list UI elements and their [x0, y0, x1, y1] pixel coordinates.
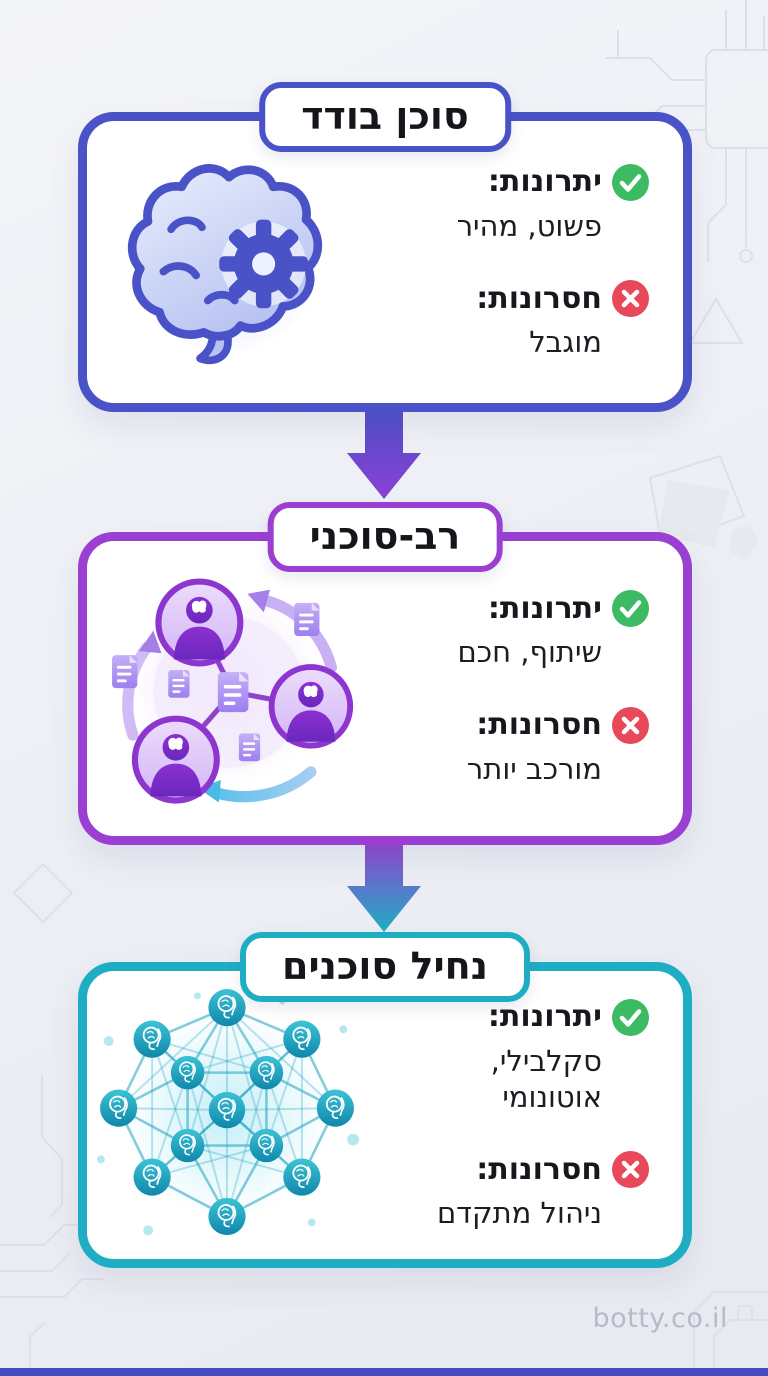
bottom-accent-bar	[0, 1368, 768, 1376]
agents-collaboration-icon	[112, 563, 360, 815]
cons-label: חסרונות:	[476, 280, 602, 316]
card-title: רב-סוכני	[309, 514, 461, 558]
cons-label: חסרונות:	[476, 1151, 602, 1187]
flow-arrow-down-2	[347, 838, 421, 932]
cross-icon	[612, 280, 649, 317]
pros-block: יתרונות: סקלבילי, אוטונומי	[393, 998, 649, 1116]
swarm-network-icon	[97, 988, 360, 1236]
circuit-pattern-bottom-right	[693, 1291, 768, 1376]
cons-block: חסרונות: מורכב יותר	[393, 706, 649, 787]
cons-value: ניהול מתקדם	[436, 1196, 602, 1231]
diamond-outline-left	[12, 862, 74, 924]
card-single-agent: סוכן בודד	[78, 82, 692, 412]
pros-value: סקלבילי, אוטונומי	[490, 1043, 602, 1114]
pros-label: יתרונות:	[487, 590, 602, 626]
check-icon	[612, 998, 649, 1036]
card-title-pill: רב-סוכני	[267, 502, 503, 572]
card-title-pill: נחיל סוכנים	[240, 932, 530, 1002]
cons-label: חסרונות:	[476, 707, 602, 742]
flow-arrow-down-1	[347, 405, 421, 499]
card-title-pill: סוכן בודד	[259, 82, 511, 152]
pros-block: יתרונות: פשוט, מהיר	[393, 163, 649, 244]
geometric-shapes-right	[648, 454, 758, 560]
brain-gear-icon	[127, 164, 323, 365]
gear-icon	[219, 219, 308, 309]
watermark: botty.co.il	[592, 1303, 728, 1334]
cons-value: מוגבל	[529, 325, 602, 359]
cons-block: חסרונות: מוגבל	[393, 280, 649, 360]
card-agent-swarm: נחיל סוכנים	[78, 932, 692, 1268]
triangle-outline-right	[688, 297, 744, 344]
card-multi-agent: רב-סוכני	[78, 502, 692, 845]
cons-block: חסרונות: ניהול מתקדם	[393, 1151, 649, 1231]
check-icon	[612, 590, 649, 628]
pros-label: יתרונות:	[487, 164, 602, 200]
pros-value: שיתוף, חכם	[457, 635, 602, 670]
cross-icon	[612, 1151, 649, 1189]
cons-value: מורכב יותר	[466, 751, 602, 786]
check-icon	[612, 163, 649, 201]
pros-value: פשוט, מהיר	[456, 208, 602, 243]
pros-label: יתרונות:	[487, 999, 602, 1035]
pros-block: יתרונות: שיתוף, חכם	[393, 590, 649, 670]
card-title: סוכן בודד	[301, 94, 469, 138]
card-title: נחיל סוכנים	[282, 944, 488, 988]
cross-icon	[612, 706, 649, 744]
